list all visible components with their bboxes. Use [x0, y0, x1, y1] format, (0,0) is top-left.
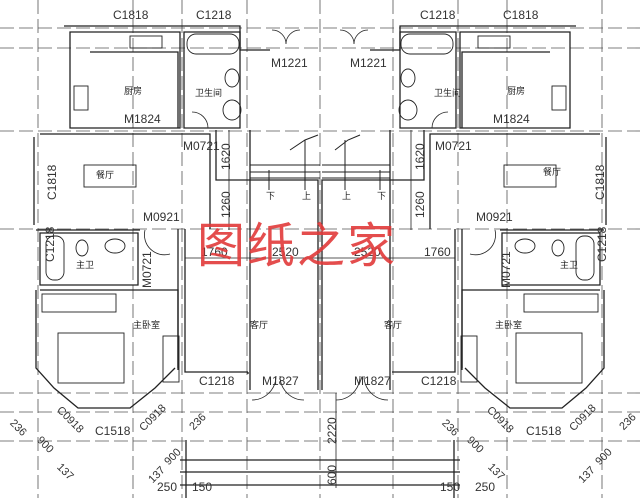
- window-label-master-bath-left: C1218: [43, 226, 57, 262]
- dim-stair-upper-left: 1620: [219, 143, 233, 170]
- door-label-back-left: M1221: [271, 56, 308, 70]
- room-label-master-bath-left: 主卫: [76, 261, 95, 271]
- dim-width-right-inner: 2520: [354, 245, 381, 259]
- dim-width-left-inner: 2520: [272, 245, 299, 259]
- window-label-master-bath-right: C1218: [595, 226, 609, 262]
- furniture: [41, 33, 599, 384]
- room-label-bathroom-left: 卫生间: [195, 89, 223, 99]
- dim-step-left-150: 150: [192, 480, 213, 494]
- window-label-top-left-kitchen: C1818: [113, 8, 149, 22]
- dim-width-right-outer: 1760: [424, 245, 451, 259]
- watermark: 图纸之家: [197, 218, 398, 274]
- walls: [33, 25, 607, 498]
- dim-step-left-250: 250: [157, 480, 178, 494]
- room-label-dining-right: 餐厅: [543, 168, 562, 178]
- window-label-dining-left: C1818: [45, 164, 59, 200]
- dim-step-depth: 600: [325, 464, 339, 485]
- door-label-back-right: M1221: [350, 56, 387, 70]
- door-label-front-right: M1827: [354, 374, 391, 388]
- dim-width-left-outer: 1760: [201, 245, 228, 259]
- door-label-bath-right: M0721: [435, 139, 472, 153]
- room-label-kitchen-left: 厨房: [124, 87, 143, 97]
- window-label-bay-left-front: C1518: [95, 424, 131, 438]
- room-label-master-bedroom-right: 主卧室: [495, 321, 523, 331]
- door-label-front-left: M1827: [262, 374, 299, 388]
- door-label-bedroom-left: M0921: [143, 210, 180, 224]
- room-label-kitchen-right: 厨房: [507, 87, 526, 97]
- door-label-kitchen-right: M1824: [493, 112, 530, 126]
- stair-down-right: 下: [377, 192, 387, 202]
- door-swings: [144, 29, 496, 401]
- dim-stair-lower-left: 1260: [219, 191, 233, 218]
- window-label-top-right-bath: C1218: [420, 8, 456, 22]
- window-label-dining-right: C1818: [593, 164, 607, 200]
- stairs: [250, 134, 390, 190]
- dim-stair-lower-right: 1260: [413, 191, 427, 218]
- dim-step-right-150: 150: [440, 480, 461, 494]
- stair-down-left: 下: [266, 192, 276, 202]
- window-label-living-right: C1218: [421, 374, 457, 388]
- dim-step-right-250: 250: [475, 480, 496, 494]
- window-label-top-left-bath: C1218: [196, 8, 232, 22]
- dimension-lines: [185, 130, 455, 488]
- room-label-master-bedroom-left: 主卧室: [133, 321, 161, 331]
- window-label-top-right-kitchen: C1818: [503, 8, 539, 22]
- window-label-living-left: C1218: [199, 374, 235, 388]
- room-label-bathroom-right: 卫生间: [434, 89, 462, 99]
- door-label-bath-left: M0721: [183, 139, 220, 153]
- door-label-kitchen-left: M1824: [124, 112, 161, 126]
- window-label-bay-right-front: C1518: [526, 424, 562, 438]
- door-label-master-bath-left: M0721: [140, 251, 154, 288]
- stair-up-right: 上: [342, 192, 352, 202]
- dim-stair-upper-right: 1620: [413, 143, 427, 170]
- room-label-master-bath-right: 主卫: [560, 261, 579, 271]
- room-label-dining-left: 餐厅: [96, 171, 115, 181]
- stair-up-left: 上: [302, 192, 312, 202]
- door-label-master-bath-right: M0721: [499, 251, 513, 288]
- room-label-living-left: 客厅: [250, 321, 269, 331]
- door-label-bedroom-right: M0921: [476, 210, 513, 224]
- dim-porch-depth: 2220: [325, 417, 339, 444]
- room-label-living-right: 客厅: [384, 321, 403, 331]
